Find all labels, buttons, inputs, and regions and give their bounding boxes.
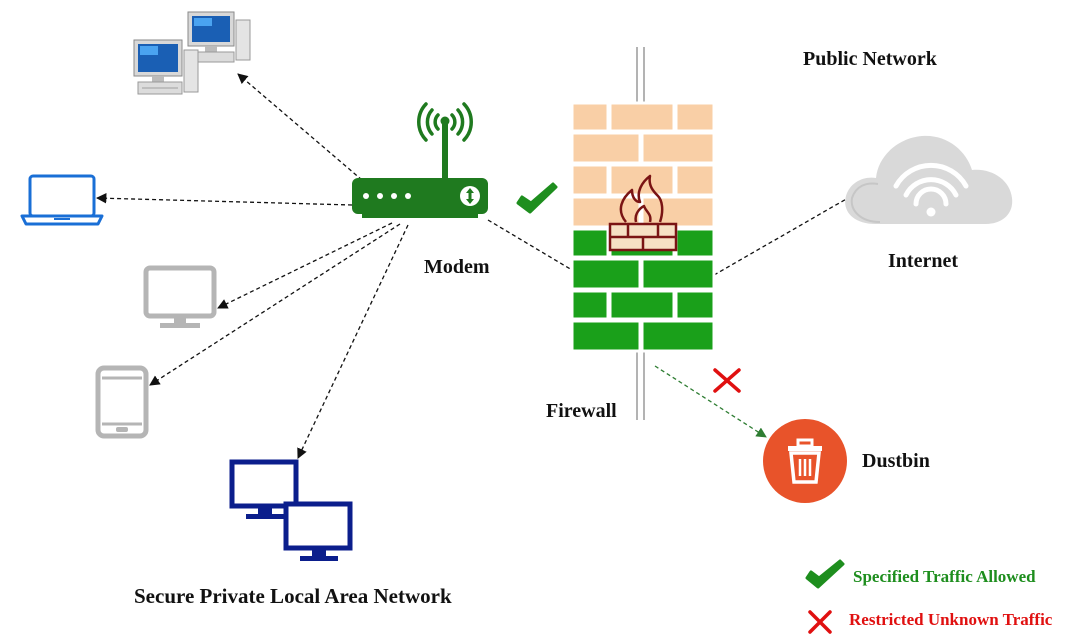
modem-to-device-links	[95, 73, 409, 459]
monitor-icon	[143, 265, 217, 328]
blocked-cross-icon	[713, 368, 741, 393]
legend-allowed-label: Specified Traffic Allowed	[853, 567, 1036, 586]
firewall-wall	[570, 101, 716, 353]
public-network-label: Public Network	[803, 48, 937, 70]
desktop-pair-icon	[133, 11, 251, 95]
tablet-icon	[95, 365, 149, 439]
link-to-monitor	[217, 222, 393, 309]
link-firewall-dustbin	[654, 365, 767, 438]
firewall-label: Firewall	[546, 400, 617, 422]
dustbin-trash-icon	[763, 419, 847, 503]
link-modem-firewall	[487, 219, 573, 271]
network-links	[487, 197, 849, 276]
dual-monitor-icon	[229, 459, 353, 561]
legend-restricted-cross-icon	[808, 610, 832, 634]
link-to-dual-monitor	[297, 224, 409, 459]
laptop-icon	[20, 174, 104, 226]
lan-label: Secure Private Local Area Network	[134, 584, 452, 608]
dustbin-label: Dustbin	[862, 450, 930, 472]
link-to-desktop-pair	[237, 73, 363, 181]
link-firewall-internet	[713, 197, 849, 276]
allowed-check-icon	[516, 182, 558, 214]
internet-cloud-icon	[845, 135, 1013, 224]
firewall-flame-icon	[619, 174, 664, 223]
internet-label: Internet	[888, 250, 958, 272]
modem-label: Modem	[424, 256, 490, 278]
link-to-laptop	[95, 193, 353, 206]
firewall-bricks-icon	[608, 222, 678, 252]
link-to-tablet	[149, 223, 401, 386]
modem-router-icon	[352, 102, 488, 218]
legend-allowed-check-icon	[805, 559, 845, 589]
legend-restricted-label: Restricted Unknown Traffic	[849, 610, 1053, 629]
